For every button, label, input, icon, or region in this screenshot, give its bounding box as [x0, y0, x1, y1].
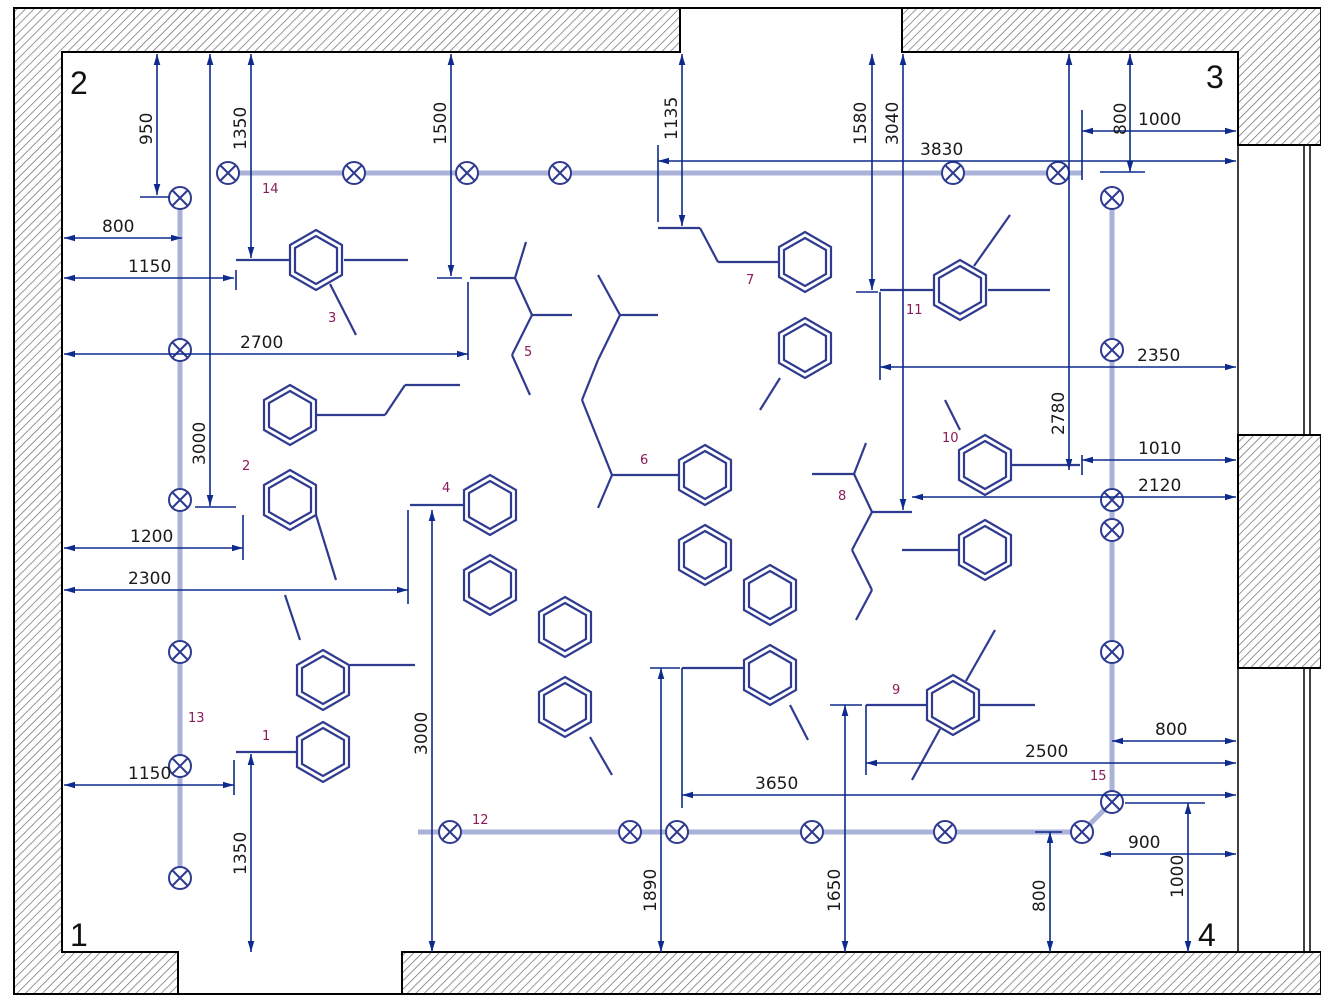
dim-1500: 1500: [431, 102, 451, 145]
circle-x-icon: [438, 820, 462, 844]
dim-1010: 1010: [1138, 439, 1181, 459]
dim-2300: 2300: [128, 569, 171, 589]
circle-x-icon: [1100, 186, 1124, 210]
circle-x-icon: [1046, 161, 1070, 185]
fixture-label-4: 4: [442, 481, 450, 496]
dim-3000-left: 3000: [190, 422, 210, 465]
circle-x-icon: [1100, 488, 1124, 512]
fixture-label-10: 10: [942, 431, 959, 446]
dim-1150-top: 1150: [128, 257, 171, 277]
dim-1650: 1650: [825, 869, 845, 912]
circle-x-icon: [168, 754, 192, 778]
dimension-labels: 800 1150 2700 3830 1000 2350 1010 2120 1…: [102, 110, 1187, 853]
corner-2: 2: [70, 65, 88, 101]
fixture-label-7: 7: [746, 273, 754, 288]
circle-x-icon: [1100, 518, 1124, 542]
circle-x-icon: [168, 866, 192, 890]
dim-2120: 2120: [1138, 476, 1181, 496]
circle-x-icon: [618, 820, 642, 844]
circle-x-icon: [548, 161, 572, 185]
dim-2500: 2500: [1025, 742, 1068, 762]
walls: [13, 7, 1321, 995]
dim-1200: 1200: [130, 527, 173, 547]
circle-x-icon: [933, 820, 957, 844]
circle-x-icon: [941, 161, 965, 185]
dim-2700: 2700: [240, 333, 283, 353]
dim-950: 950: [137, 113, 157, 145]
dim-800-right: 800: [1155, 720, 1187, 740]
circle-x-icon: [342, 161, 366, 185]
dim-1000-top: 1000: [1138, 110, 1181, 130]
dimension-lines: [64, 54, 1236, 952]
fixture-label-3: 3: [328, 311, 336, 326]
circle-x-icon: [168, 338, 192, 362]
fixture-label-8: 8: [838, 489, 846, 504]
circle-x-icon: [665, 820, 689, 844]
fixture-label-13: 13: [188, 711, 205, 726]
fixture-label-15: 15: [1090, 769, 1107, 784]
dim-800-left: 800: [102, 217, 134, 237]
fixture-label-1: 1: [262, 729, 270, 744]
dimension-labels-vertical: 950 1350 1500 1135 1580 3040 800 3000 27…: [137, 97, 1188, 912]
fixture-label-12: 12: [472, 813, 489, 828]
dim-1890: 1890: [641, 869, 661, 912]
fixture-numbers: 1 2 3 4 5 6 7 8 9 10 11 12 13 14 15: [188, 182, 1107, 828]
fixture-label-14: 14: [262, 182, 279, 197]
dim-1350-top: 1350: [231, 107, 251, 150]
corner-3: 3: [1206, 59, 1224, 95]
dim-1150-bottom: 1150: [128, 764, 171, 784]
dim-2350: 2350: [1137, 346, 1180, 366]
dim-2780: 2780: [1049, 392, 1069, 435]
hex-fixtures: [236, 214, 1080, 784]
fixture-label-9: 9: [892, 683, 900, 698]
dim-3830: 3830: [920, 140, 963, 160]
circle-x-icon: [168, 640, 192, 664]
circle-x-icon: [168, 186, 192, 210]
circle-x-icon: [455, 161, 479, 185]
circle-x-icon: [1100, 640, 1124, 664]
circle-x-icon: [168, 488, 192, 512]
dim-900: 900: [1128, 833, 1160, 853]
fixture-label-11: 11: [906, 303, 923, 318]
dim-3650: 3650: [755, 774, 798, 794]
dim-1580: 1580: [851, 102, 871, 145]
circle-x-icon: [216, 161, 240, 185]
corner-1: 1: [70, 917, 88, 953]
circle-x-icon: [1070, 820, 1094, 844]
circle-x-icon: [800, 820, 824, 844]
fixture-label-6: 6: [640, 453, 648, 468]
dim-1000-bottom: 1000: [1168, 855, 1188, 898]
fixture-label-2: 2: [242, 459, 250, 474]
dim-3000-mid: 3000: [412, 712, 432, 755]
dim-1135: 1135: [662, 97, 682, 140]
corner-numbers: 2 3 1 4: [70, 59, 1224, 953]
dim-1350-bottom: 1350: [231, 832, 251, 875]
dim-3040: 3040: [883, 102, 903, 145]
corner-4: 4: [1198, 917, 1216, 953]
fixture-label-5: 5: [524, 345, 532, 360]
dim-800-bottom: 800: [1030, 880, 1050, 912]
circle-x-icon: [1100, 338, 1124, 362]
dim-800-top: 800: [1111, 103, 1131, 135]
